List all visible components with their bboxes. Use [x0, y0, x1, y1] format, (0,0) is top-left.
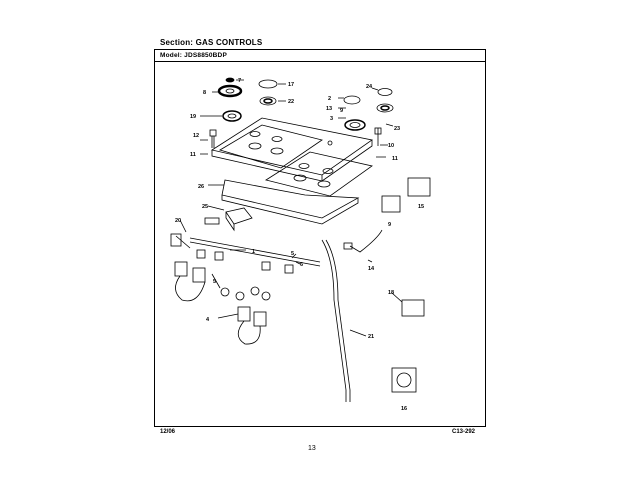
burner-cap-2	[343, 95, 361, 105]
valve	[196, 249, 206, 259]
callout-24: 24	[366, 84, 373, 90]
regulator-15	[407, 177, 431, 197]
burner-well-left	[219, 124, 323, 169]
burner-head-19	[222, 110, 242, 122]
switch-4	[174, 261, 188, 277]
callout-2: 2	[328, 96, 331, 102]
callout-20: 20	[175, 218, 181, 224]
spark-module-18	[401, 299, 425, 317]
burner-head-3	[344, 119, 366, 131]
callout-8: 8	[203, 90, 206, 96]
callout-22: 22	[288, 99, 294, 105]
callout-23: 23	[394, 126, 400, 132]
callout-16: 16	[401, 406, 407, 412]
section-title: Section: GAS CONTROLS	[160, 38, 263, 47]
burner-box	[221, 179, 360, 219]
tray-25	[225, 207, 253, 225]
burner-well-right	[264, 151, 373, 197]
callout-9b: 9	[388, 222, 391, 228]
callout-26: 26	[198, 184, 204, 190]
pressure-regulator-16	[391, 367, 417, 393]
callout-11b: 11	[392, 156, 398, 162]
callout-18: 18	[388, 290, 394, 296]
callout-14: 14	[368, 266, 375, 272]
callout-4: 4	[206, 317, 210, 323]
page-number: 13	[308, 445, 316, 452]
callout-15: 15	[418, 204, 424, 210]
footer-date: 12/06	[160, 429, 176, 435]
manifold-pipe	[189, 237, 321, 263]
callout-10: 10	[388, 143, 394, 149]
callout-3: 3	[330, 116, 333, 122]
callout-5a: 5	[291, 251, 294, 257]
callout-7: 7	[238, 78, 241, 84]
cap-7	[225, 77, 235, 83]
burner-cap-17	[258, 79, 278, 89]
callout-17: 17	[288, 82, 294, 88]
callout-19: 19	[190, 114, 196, 120]
regulator-9	[381, 195, 401, 213]
gas-line-21	[321, 239, 347, 402]
callout-12: 12	[193, 133, 199, 139]
callout-13: 13	[326, 106, 332, 112]
callout-21: 21	[368, 334, 374, 340]
callout-25: 25	[202, 204, 208, 210]
callout-6: 6	[300, 262, 303, 268]
footer-page-id: C13-292	[452, 429, 476, 435]
flex-line-14	[349, 229, 383, 253]
burner-grate	[248, 142, 262, 150]
callout-9: 9	[340, 108, 343, 114]
callout-1: 1	[252, 249, 255, 255]
callout-5b: 5	[213, 279, 216, 285]
diagram-frame	[154, 49, 486, 427]
callout-11: 11	[190, 152, 196, 158]
cooktop-plate	[210, 117, 373, 176]
model-label: Model: JDS8850BDP	[160, 52, 227, 59]
burner-base-8	[217, 84, 243, 98]
